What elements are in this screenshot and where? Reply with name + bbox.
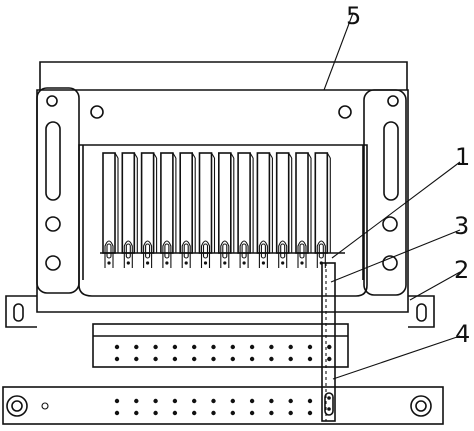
connector-hole — [327, 344, 332, 350]
label-5: 5 — [346, 2, 361, 30]
contact-finger — [295, 152, 312, 268]
connector-hole — [269, 344, 274, 350]
rail-hole — [211, 410, 216, 416]
label-4: 4 — [455, 320, 470, 348]
contact-finger — [256, 152, 273, 268]
connector-hole — [269, 356, 274, 362]
rail-hole — [172, 410, 178, 416]
connector-hole — [211, 344, 216, 350]
contact-finger — [121, 152, 138, 268]
left-side-bracket — [36, 87, 80, 294]
contact-fingers — [102, 152, 331, 268]
mounting-tabs — [5, 295, 435, 328]
frame-hole-right — [338, 105, 352, 119]
connector-hole — [192, 344, 197, 350]
connector-hole — [249, 344, 255, 350]
lower-connector-bar — [92, 323, 349, 368]
connector-hole — [114, 356, 120, 362]
connector-hole — [211, 356, 216, 362]
label-3: 3 — [454, 212, 469, 240]
contact-finger — [237, 152, 254, 268]
label-1: 1 — [455, 143, 470, 171]
rail-hole — [288, 398, 293, 404]
contact-finger — [314, 152, 331, 268]
connector-hole — [172, 356, 178, 362]
rail-hole — [269, 398, 274, 404]
right-side-bracket — [363, 89, 407, 296]
connector-hole — [288, 356, 293, 362]
rail-hole — [114, 410, 120, 416]
rail-hole — [230, 398, 235, 404]
contact-finger — [198, 152, 216, 268]
rail-hole — [192, 398, 197, 404]
callout-labels: 5 1 3 2 4 — [346, 2, 470, 348]
rail-hole — [134, 398, 139, 404]
rail-hole — [153, 398, 158, 404]
rail-hole — [230, 410, 235, 416]
connector-hole — [134, 356, 139, 362]
bottom-rail — [2, 386, 444, 425]
contact-finger — [160, 152, 177, 268]
frame-hole-left — [90, 105, 104, 119]
contact-finger — [102, 152, 119, 268]
connector-hole — [134, 344, 139, 350]
connector-hole — [172, 344, 178, 350]
contact-finger — [218, 152, 235, 268]
connector-hole — [114, 344, 120, 350]
connector-hole — [230, 344, 235, 350]
rail-hole — [172, 398, 178, 404]
test-probe — [321, 262, 336, 422]
rail-hole — [211, 398, 216, 404]
leader-lines — [323, 12, 461, 380]
rail-hole — [288, 410, 293, 416]
contact-finger — [179, 152, 196, 268]
contact-finger — [140, 152, 158, 268]
right-slot — [383, 121, 399, 201]
rail-hole — [249, 410, 255, 416]
rail-hole — [192, 410, 197, 416]
connector-hole — [307, 344, 313, 350]
rail-hole — [249, 398, 255, 404]
rail-hole — [269, 410, 274, 416]
label-2: 2 — [454, 256, 469, 284]
rail-hole — [307, 410, 313, 416]
connector-hole — [153, 356, 158, 362]
contact-finger — [275, 152, 293, 268]
rail-hole — [134, 410, 139, 416]
connector-hole — [327, 356, 332, 362]
left-slot — [45, 121, 61, 201]
connector-hole — [307, 356, 313, 362]
rail-hole — [307, 398, 313, 404]
connector-hole — [249, 356, 255, 362]
connector-hole — [192, 356, 197, 362]
rail-hole — [153, 410, 158, 416]
rail-hole — [114, 398, 120, 404]
frame-plate — [36, 61, 409, 313]
connector-hole — [230, 356, 235, 362]
connector-hole — [288, 344, 293, 350]
connector-hole — [153, 344, 158, 350]
